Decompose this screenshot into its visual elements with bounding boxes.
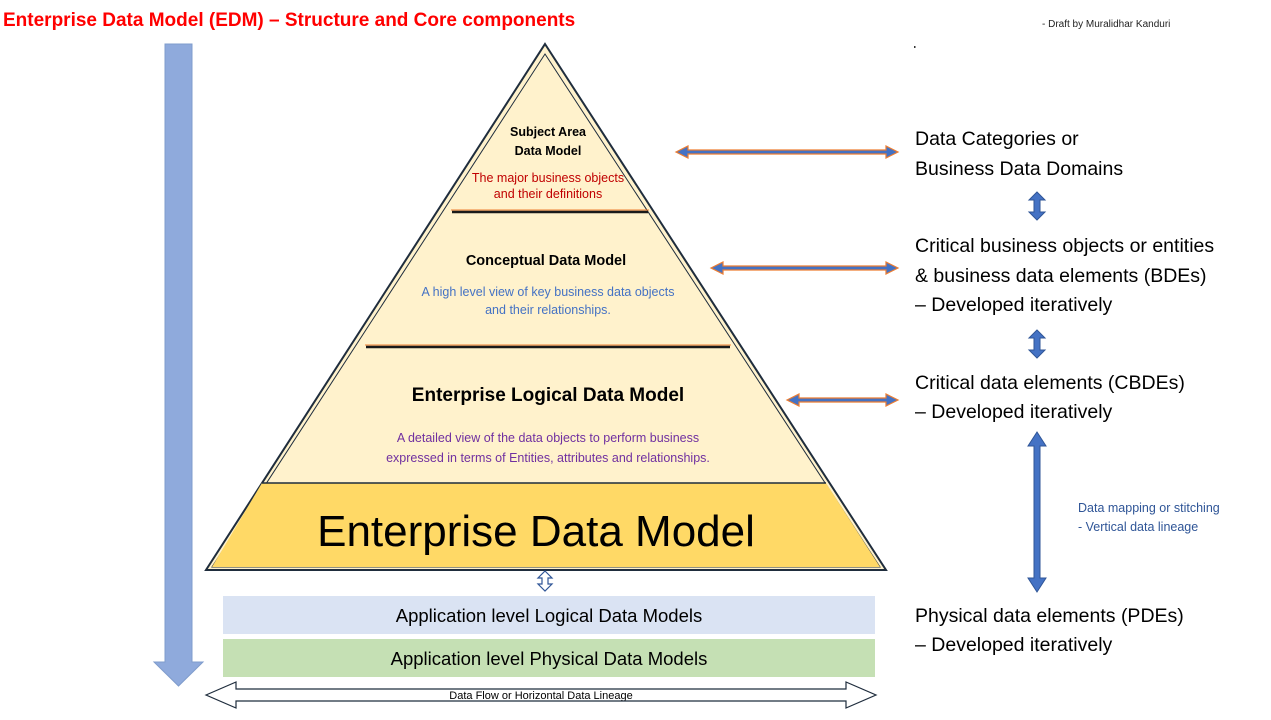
label-objects-2: & business data elements (BDEs) [915, 265, 1207, 287]
logical-desc-2: expressed in terms of Entities, attribut… [386, 451, 710, 465]
logical-desc-1: A detailed view of the data objects to p… [397, 431, 699, 445]
updown-arrow-icon [536, 570, 554, 592]
label-pdes: Physical data elements (PDEs) – Develope… [915, 605, 1184, 656]
double-arrow-icon [709, 261, 900, 275]
label-pdes-1: Physical data elements (PDEs) [915, 605, 1184, 627]
conceptual-title: Conceptual Data Model [466, 253, 626, 269]
updown-arrow-icon [1027, 191, 1047, 221]
logical-model: Enterprise Logical Data Model A detailed… [386, 385, 710, 465]
label-categories-1: Data Categories or [915, 128, 1079, 150]
subject-area-title-1: Subject Area [510, 125, 587, 139]
band-physical-label: Application level Physical Data Models [391, 648, 708, 669]
subject-area-desc-1: The major business objects [472, 171, 624, 185]
author-note: - Draft by Muralidhar Kanduri [1042, 19, 1170, 30]
band-physical [223, 639, 875, 677]
label-objects-1: Critical business objects or entities [915, 235, 1214, 257]
data-flow-arrow-icon [204, 681, 878, 709]
conceptual-model: Conceptual Data Model A high level view … [422, 253, 675, 317]
label-cdes: Critical data elements (CBDEs) – Develop… [915, 372, 1185, 423]
label-objects: Critical business objects or entities & … [915, 235, 1214, 316]
mapping-note-1: Data mapping or stitching [1078, 501, 1220, 515]
subject-area-title-2: Data Model [515, 144, 582, 158]
band-logical [223, 596, 875, 634]
logical-title: Enterprise Logical Data Model [412, 385, 684, 406]
pyramid-base [212, 483, 880, 567]
label-categories-2: Business Data Domains [915, 158, 1123, 180]
edm-base-title: Enterprise Data Model [317, 507, 755, 556]
updown-arrow-icon [1027, 431, 1047, 593]
double-arrow-icon [785, 393, 900, 407]
subject-area-desc-2: and their definitions [494, 187, 602, 201]
label-cdes-2: – Developed iteratively [915, 401, 1113, 423]
mapping-note-2: - Vertical data lineage [1078, 520, 1198, 534]
subject-area-model: Subject Area Data Model The major busine… [472, 125, 624, 201]
page-title: Enterprise Data Model (EDM) – Structure … [3, 10, 575, 31]
data-flow-label: Data Flow or Horizontal Data Lineage [449, 690, 632, 702]
band-logical-label: Application level Logical Data Models [396, 605, 702, 626]
updown-arrow-icon [1027, 329, 1047, 359]
conceptual-desc-1: A high level view of key business data o… [422, 285, 675, 299]
label-pdes-2: – Developed iteratively [915, 634, 1113, 656]
label-cdes-1: Critical data elements (CBDEs) [915, 372, 1185, 394]
conceptual-desc-2: and their relationships. [485, 303, 611, 317]
label-categories: Data Categories or Business Data Domains [915, 128, 1123, 180]
stray-dot [914, 46, 916, 48]
label-objects-3: – Developed iteratively [915, 294, 1113, 316]
double-arrow-icon [674, 145, 900, 159]
pyramid [204, 42, 888, 571]
down-arrow-icon [152, 43, 205, 687]
pyramid-body [204, 42, 888, 571]
